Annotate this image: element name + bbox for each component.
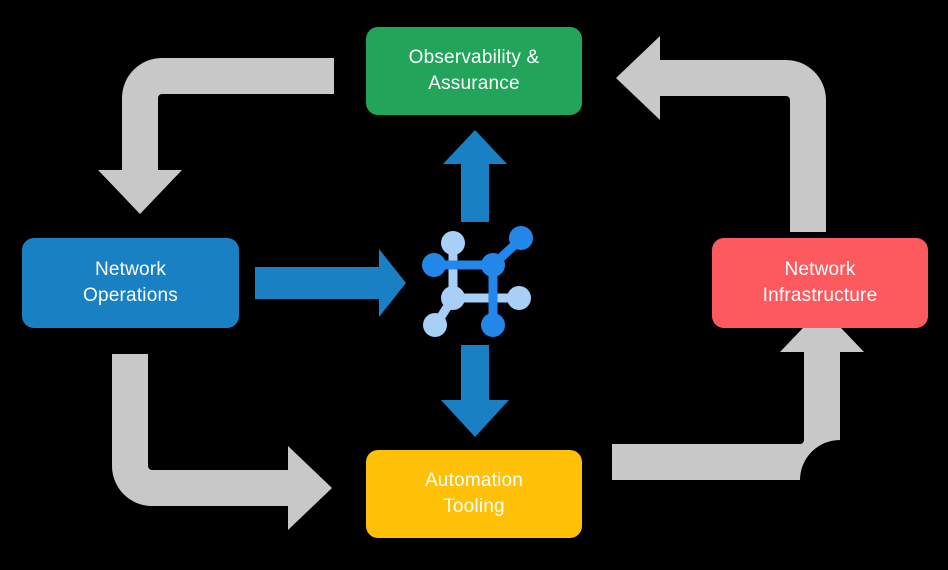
- node-box-observability[interactable]: Observability & Assurance: [366, 27, 582, 115]
- node-label-infrastructure: Network Infrastructure: [762, 259, 878, 306]
- node-label-observability: Observability & Assurance: [408, 47, 540, 94]
- node-right-light: [507, 286, 531, 310]
- node-bottom-dark: [481, 313, 505, 337]
- node-center-dark: [481, 253, 505, 277]
- node-top-light: [441, 231, 465, 255]
- arrow-infrastructure-to-observability: [616, 36, 826, 232]
- arrow-operations-to-center: [255, 249, 406, 317]
- network-topology-icon: [422, 226, 533, 337]
- arrow-center-to-automation: [441, 345, 509, 437]
- node-box-operations[interactable]: Network Operations: [22, 238, 239, 328]
- arrow-center-to-observability: [443, 130, 507, 222]
- arrow-operations-to-automation: [112, 354, 332, 530]
- node-box-infrastructure[interactable]: Network Infrastructure: [712, 238, 928, 328]
- node-label-operations: Network Operations: [83, 259, 178, 306]
- node-left-dark: [422, 253, 446, 277]
- node-bottomleft-light: [423, 313, 447, 337]
- node-topright-dark: [509, 226, 533, 250]
- node-label-automation: Automation Tooling: [424, 470, 524, 517]
- arrow-observability-to-operations: [98, 58, 334, 214]
- node-mid-light: [441, 286, 465, 310]
- node-box-automation[interactable]: Automation Tooling: [366, 450, 582, 538]
- arrow-automation-to-infrastructure: [612, 308, 864, 480]
